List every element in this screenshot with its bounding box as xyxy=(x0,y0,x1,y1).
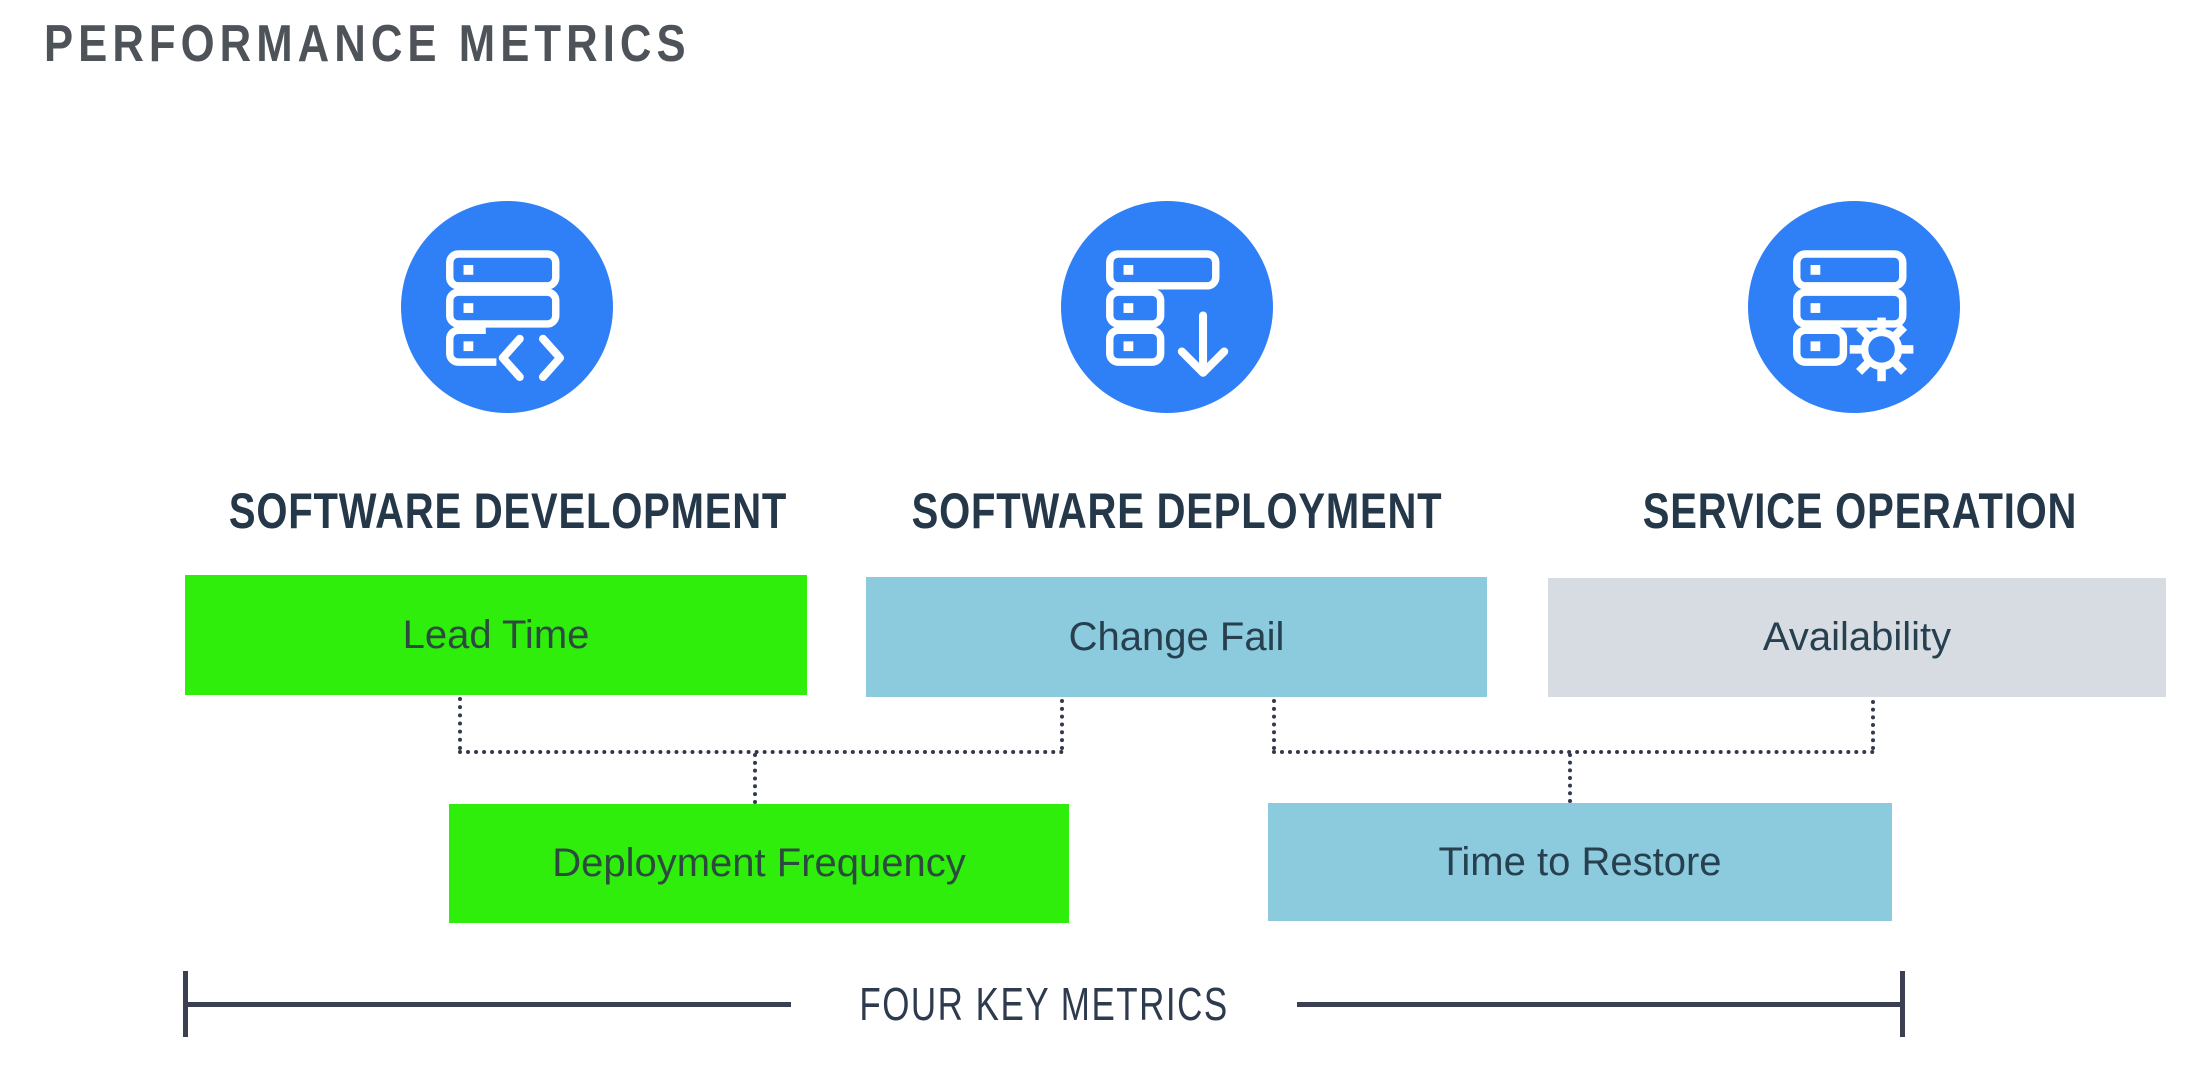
software-development-icon-circle xyxy=(401,201,613,413)
column-header-software-deployment: SOFTWARE DEPLOYMENT xyxy=(911,483,1443,539)
bracket-left-cap xyxy=(183,971,188,1037)
metric-bar-change-fail: Change Fail xyxy=(866,577,1487,697)
column-header-software-development: SOFTWARE DEVELOPMENT xyxy=(228,483,788,539)
bracket-line-right xyxy=(1297,1001,1900,1007)
service-operation-icon-circle xyxy=(1748,201,1960,413)
connector-right-stub-change-fail xyxy=(1272,699,1276,750)
connector-left-horizontal xyxy=(458,750,1064,754)
page-title: PERFORMANCE METRICS xyxy=(44,15,691,73)
connector-down-time-to-restore xyxy=(1568,753,1572,803)
connector-left-stub-lead-time xyxy=(458,697,462,750)
connector-left-stub-change-fail xyxy=(1060,699,1064,750)
bracket-right-cap xyxy=(1900,971,1905,1037)
bracket-line-left xyxy=(188,1001,791,1007)
connector-right-horizontal xyxy=(1272,750,1875,754)
software-deployment-icon-circle xyxy=(1061,201,1273,413)
metric-bar-lead-time: Lead Time xyxy=(185,575,807,695)
connector-right-stub-availability xyxy=(1871,700,1875,750)
metric-bar-deployment-frequency: Deployment Frequency xyxy=(449,804,1069,923)
metric-bar-time-to-restore: Time to Restore xyxy=(1268,803,1892,921)
four-key-metrics-bracket: FOUR KEY METRICS xyxy=(183,971,1905,1037)
connector-down-deployment-frequency xyxy=(753,753,757,804)
metric-bar-availability: Availability xyxy=(1548,578,2166,697)
server-download-icon xyxy=(1106,250,1229,377)
server-gear-icon xyxy=(1793,250,1914,382)
column-header-service-operation: SERVICE OPERATION xyxy=(1642,483,2078,539)
server-code-icon xyxy=(446,250,565,381)
four-key-metrics-label: FOUR KEY METRICS xyxy=(859,978,1229,1030)
